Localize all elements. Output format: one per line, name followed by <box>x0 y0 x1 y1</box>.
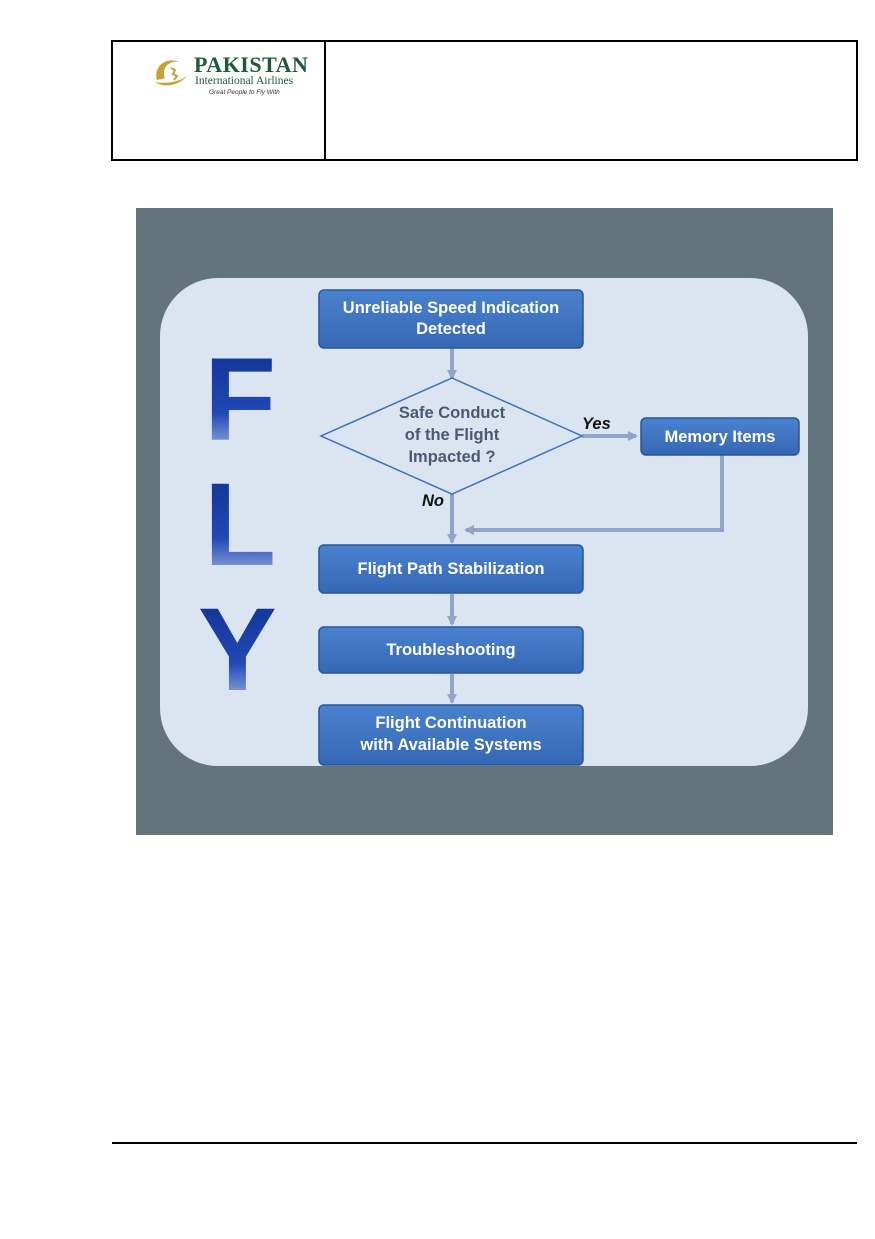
node-start-line-2: Detected <box>416 320 486 338</box>
fly-flowchart-figure: F L Y Unreliable Speed Indication Detect… <box>136 208 833 835</box>
edge-label-no: No <box>422 492 444 510</box>
node-continuation-line-1: Flight Continuation <box>375 714 526 732</box>
fly-letter-y: Y <box>198 584 277 716</box>
node-start-line-1: Unreliable Speed Indication <box>343 299 559 317</box>
footer-rule <box>112 1142 857 1144</box>
flowchart-svg: F L Y Unreliable Speed Indication Detect… <box>160 278 808 766</box>
node-troubleshooting-label: Troubleshooting <box>386 641 515 659</box>
arrow-memory-to-main-line <box>464 455 724 535</box>
logo-tagline: Great People to Fly With <box>209 89 280 96</box>
edge-label-yes: Yes <box>582 415 611 433</box>
header-table: PAKISTAN International Airlines Great Pe… <box>111 40 858 161</box>
node-flight-continuation: Flight Continuation with Available Syste… <box>318 704 584 766</box>
node-troubleshooting: Troubleshooting <box>318 626 584 674</box>
node-stabilization-label: Flight Path Stabilization <box>358 560 545 578</box>
header-blank-cell <box>326 42 856 159</box>
fly-letter-f: F <box>204 334 276 466</box>
header-logo-cell: PAKISTAN International Airlines Great Pe… <box>113 42 326 159</box>
logo-subtitle: International Airlines <box>195 75 294 87</box>
node-unreliable-speed-detected: Unreliable Speed Indication Detected <box>318 289 584 349</box>
node-memory-items: Memory Items <box>640 417 800 456</box>
node-decision-safe-conduct: Safe Conduct of the Flight Impacted ? <box>319 377 584 495</box>
decision-line-1: Safe Conduct <box>399 404 506 422</box>
fly-letter-l: L <box>204 459 276 591</box>
airline-logo: PAKISTAN International Airlines Great Pe… <box>151 50 308 100</box>
decision-line-2: of the Flight <box>405 426 500 444</box>
crescent-emblem-icon <box>155 60 187 86</box>
logo-name: PAKISTAN <box>194 52 309 77</box>
node-memory-label: Memory Items <box>665 428 776 446</box>
node-flight-path-stabilization: Flight Path Stabilization <box>318 544 584 594</box>
decision-line-3: Impacted ? <box>408 448 495 466</box>
node-continuation-line-2: with Available Systems <box>359 736 541 754</box>
